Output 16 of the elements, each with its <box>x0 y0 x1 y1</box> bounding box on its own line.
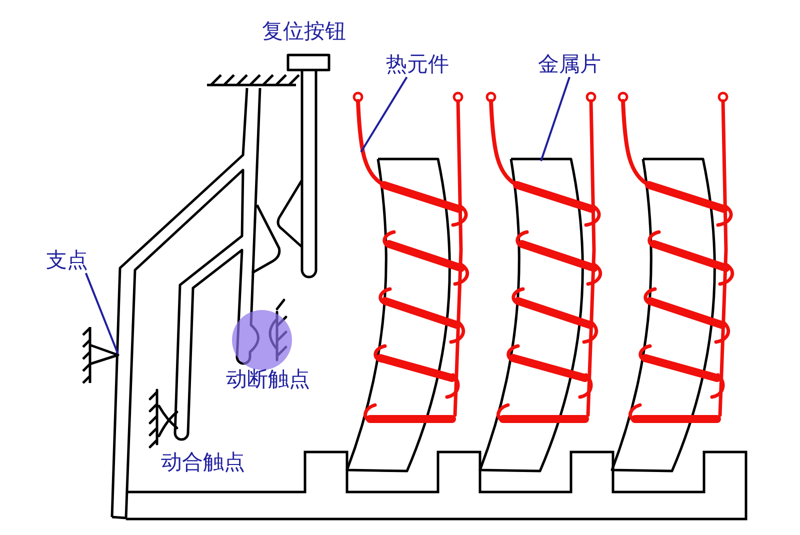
pivot-symbol <box>82 326 120 384</box>
part-label: 热元件 <box>386 53 449 76</box>
metal-strip <box>478 158 584 472</box>
metal-strip <box>346 158 451 472</box>
heating-coil <box>352 92 470 423</box>
part-label: 支点 <box>46 249 88 272</box>
heating-coil <box>486 92 602 423</box>
part-label: 复位按钮 <box>262 20 346 44</box>
part-label: 动断触点 <box>226 368 310 392</box>
leader-line <box>360 76 408 153</box>
leader-line <box>540 76 570 162</box>
leader-line <box>84 272 119 354</box>
part-label: 金属片 <box>538 53 601 76</box>
part-label: 动合触点 <box>161 451 245 474</box>
metal-strip <box>610 158 716 472</box>
heating-coil <box>618 92 734 423</box>
